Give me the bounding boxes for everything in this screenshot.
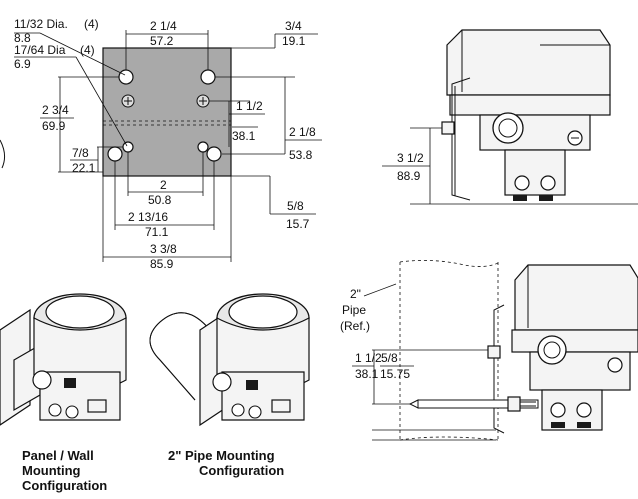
terminal-block xyxy=(504,149,566,196)
pipe-ref-label: (Ref.) xyxy=(340,319,370,333)
conduit-port xyxy=(492,112,524,144)
dim-left-in: 2 3/4 xyxy=(42,103,69,117)
mount-hole xyxy=(118,69,134,85)
edge-arc xyxy=(0,139,6,169)
dim-mid-mm: 38.1 xyxy=(232,129,256,143)
pipe-mount-illustration xyxy=(149,293,310,427)
dim-tr-in: 3/4 xyxy=(285,19,302,33)
panel-mount-illustration xyxy=(0,293,127,426)
dim-b3-mm: 85.9 xyxy=(150,257,174,271)
dim-b3-in: 3 3/8 xyxy=(150,242,177,256)
leader-line xyxy=(75,56,128,147)
caption-pipe-line1: 2" Pipe Mounting xyxy=(168,448,275,463)
dim-left-mm: 69.9 xyxy=(42,119,66,133)
enclosure-band xyxy=(449,94,611,116)
screw-icon xyxy=(121,94,135,108)
dim-tr-mm: 19.1 xyxy=(282,34,306,48)
terminal-screw-icon xyxy=(576,402,592,418)
conduit-port xyxy=(537,335,567,365)
bracket-bolt xyxy=(487,345,501,359)
caption-panel-line1: Panel / Wall xyxy=(22,448,94,463)
hole-large-mm: 8.8 xyxy=(14,31,31,45)
dim-left2-in: 7/8 xyxy=(72,146,89,160)
pipe-size-label: 2" xyxy=(350,287,361,301)
pipe-dim1-in: 1 1/2 xyxy=(355,351,382,365)
pipe-dim1-mm: 38.1 xyxy=(355,367,379,381)
dim-top-in: 2 1/4 xyxy=(150,19,177,33)
dim-br-mm: 15.7 xyxy=(286,217,310,231)
mount-hole xyxy=(206,146,222,162)
mounting-bracket xyxy=(451,77,471,201)
dim-left2-mm: 22.1 xyxy=(72,161,96,175)
hole-small-count: (4) xyxy=(80,43,95,57)
hole-small-label: 17/64 Dia xyxy=(14,43,66,57)
enclosure-cover xyxy=(514,264,638,331)
pipe-dim2-mm: 15.75 xyxy=(380,367,410,381)
caption-panel-line3: Configuration xyxy=(22,478,107,493)
dim-top-mm: 57.2 xyxy=(150,34,174,48)
pipe-word-label: Pipe xyxy=(342,303,366,317)
bracket-bolt xyxy=(441,121,455,135)
enclosure-cover xyxy=(446,29,611,96)
side-view: 3 1/2 88.9 xyxy=(382,29,638,205)
hole-small-mm: 6.9 xyxy=(14,57,31,71)
screw-icon xyxy=(607,357,623,373)
pipe-side-view: 1 1/2 38.1 5/8 15.75 2" Pipe (Ref.) xyxy=(340,260,638,441)
set-screw xyxy=(64,378,76,388)
pipe-outline-top xyxy=(399,260,501,267)
terminal-tag xyxy=(539,195,553,201)
caption-panel-line2: Mounting xyxy=(22,463,81,478)
terminal-tag xyxy=(513,195,527,201)
dim-br-in: 5/8 xyxy=(287,199,304,213)
mount-hole-small xyxy=(197,141,209,153)
conduit-port xyxy=(212,372,232,392)
set-screw xyxy=(246,380,258,390)
side-dim-mm: 88.9 xyxy=(397,169,421,183)
terminal-screw-icon xyxy=(550,402,566,418)
pipe-leader xyxy=(363,283,397,297)
enclosure-band xyxy=(511,329,638,353)
side-dim-in: 3 1/2 xyxy=(397,151,424,165)
dim-b1-in: 2 xyxy=(160,178,167,192)
dim-b1-mm: 50.8 xyxy=(148,193,172,207)
dim-right-in: 2 1/8 xyxy=(289,125,316,139)
leader-line xyxy=(39,32,126,76)
dim-mid-in: 1 1/2 xyxy=(236,99,263,113)
screw-icon xyxy=(196,94,210,108)
dim-right-mm: 53.8 xyxy=(289,148,313,162)
mount-hole xyxy=(200,69,216,85)
terminal-screw-icon xyxy=(514,175,530,191)
hole-large-label: 11/32 Dia. xyxy=(14,17,68,31)
terminal-screw-icon xyxy=(540,175,556,191)
conduit-port xyxy=(32,370,52,390)
dim-b2-mm: 71.1 xyxy=(145,225,169,239)
plate-top-view: 11/32 Dia. (4) 8.8 17/64 Dia (4) 6.9 2 1… xyxy=(0,17,322,271)
dim-b2-in: 2 13/16 xyxy=(128,210,168,224)
mount-hole-small xyxy=(122,141,134,153)
caption-pipe-line2: Configuration xyxy=(199,463,284,478)
pipe-bracket xyxy=(493,304,505,434)
pipe-dim2-in: 5/8 xyxy=(381,351,398,365)
mount-hole xyxy=(107,146,123,162)
hole-large-count: (4) xyxy=(84,17,99,31)
nut xyxy=(507,396,521,412)
